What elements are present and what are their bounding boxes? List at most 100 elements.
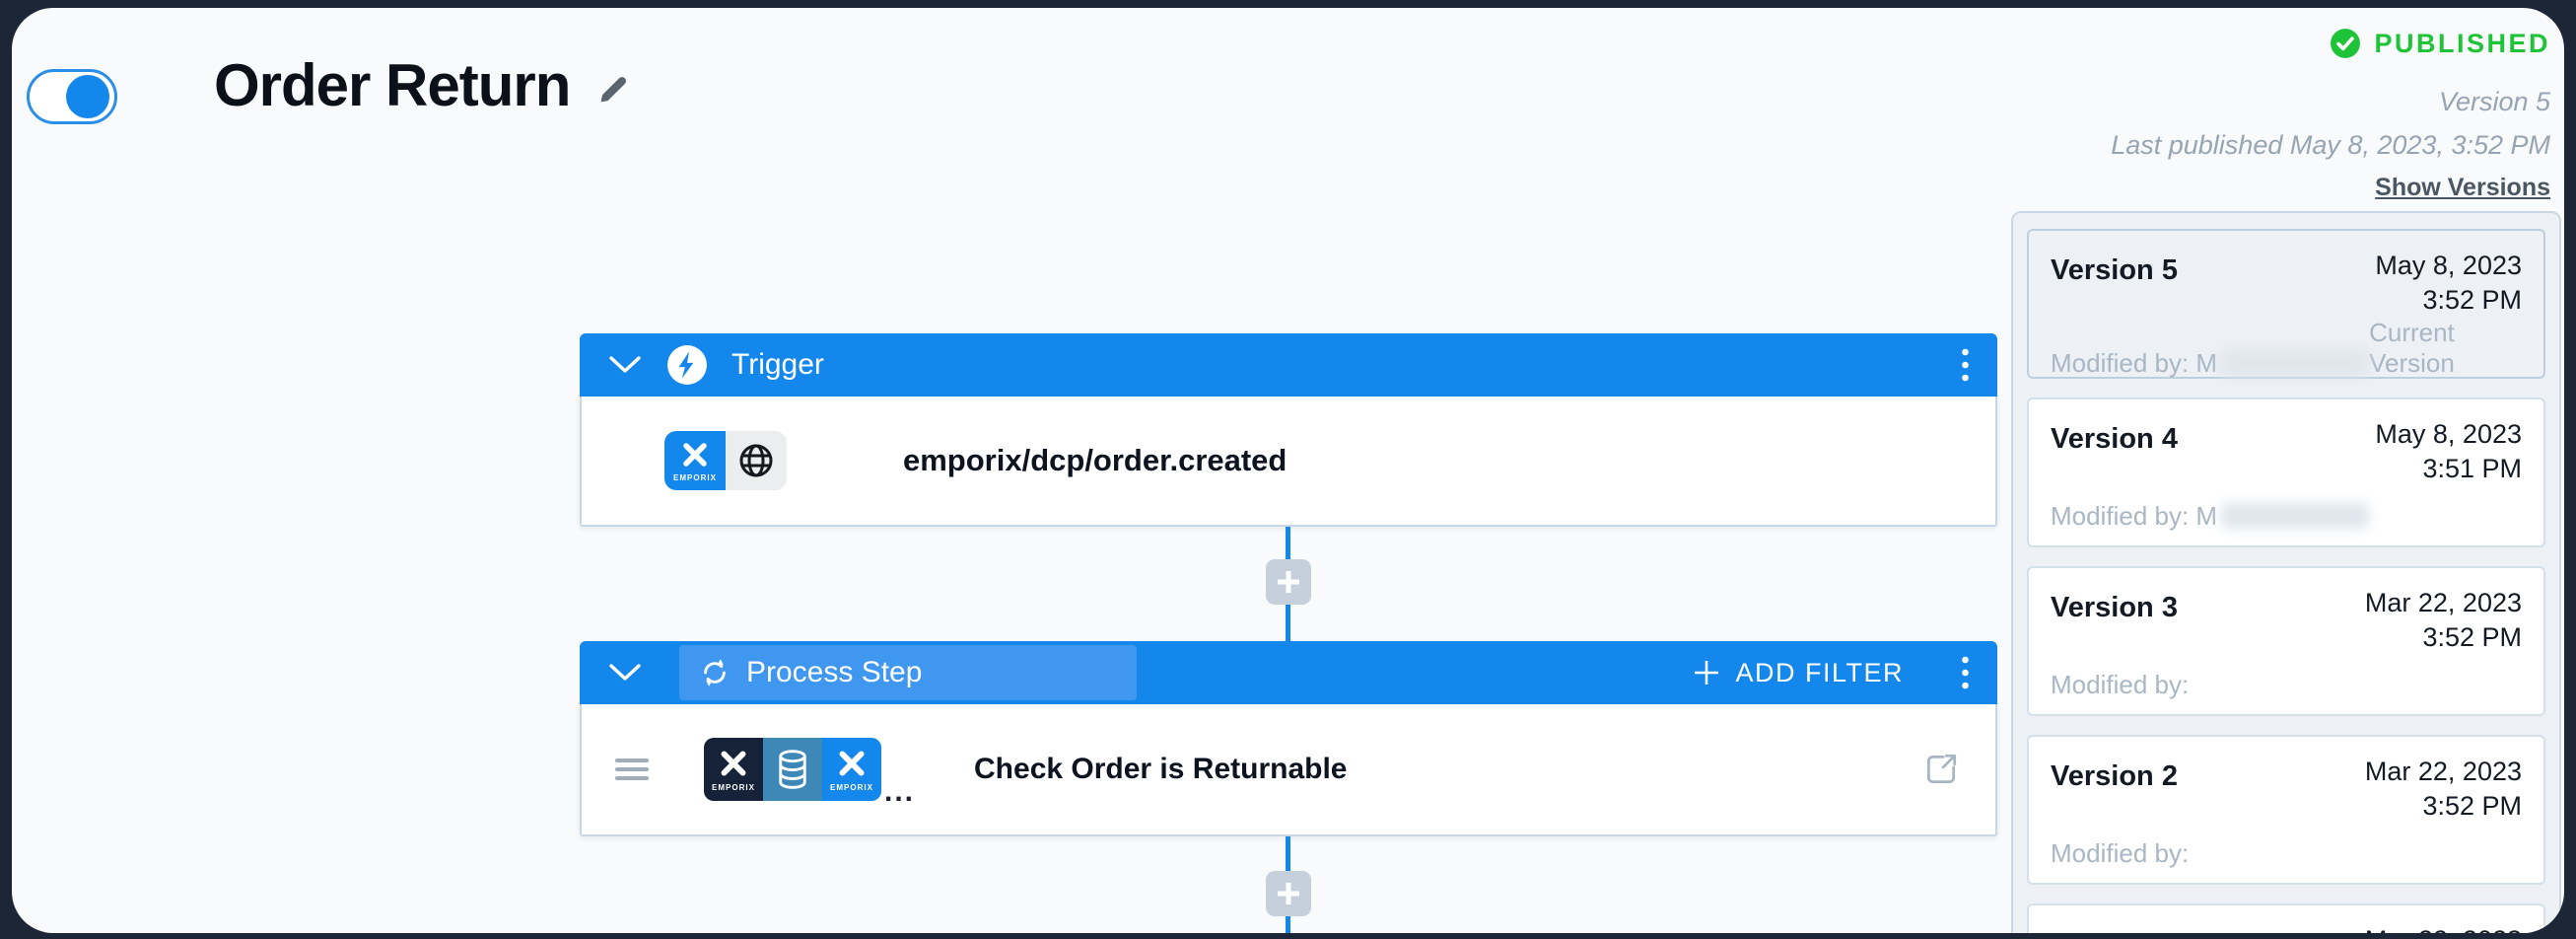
- version-date: Mar 22, 2023: [2364, 588, 2522, 617]
- modified-by-label: Modified by: M: [2051, 501, 2370, 532]
- add-filter-label: ADD FILTER: [1735, 657, 1904, 687]
- current-version-label: Current Version: [2369, 318, 2455, 379]
- version-date: May 8, 2023: [2375, 419, 2522, 449]
- database-icon: [763, 738, 822, 801]
- pencil-icon: [600, 77, 627, 103]
- version-card-4[interactable]: Version 4 May 8, 2023 3:51 PM Modified b…: [2027, 397, 2545, 547]
- modified-by-label: Modified by:: [2051, 838, 2190, 868]
- collapse-trigger-button[interactable]: [607, 354, 643, 376]
- database-glyph: [779, 750, 806, 789]
- version-time: 3:52 PM: [2422, 285, 2522, 316]
- last-published-label: Last published May 8, 2023, 3:52 PM: [2111, 130, 2550, 160]
- check-circle-icon: [2331, 29, 2361, 58]
- workflow-card: Order Return PUBLISHED Version 5 Last pu…: [12, 8, 2564, 933]
- step-name-field[interactable]: Process Step: [679, 645, 1137, 700]
- plus-icon: [1278, 571, 1299, 593]
- emporix-logo-icon: EMPORIX: [664, 431, 726, 490]
- version-card-top: Version 3 Mar 22, 2023 3:52 PM: [2051, 586, 2522, 655]
- version-card-top: Version 2 Mar 22, 2023 3:52 PM: [2051, 755, 2522, 824]
- version-card-bottom: Modified by:: [2051, 670, 2522, 700]
- page-title: Order Return: [214, 52, 571, 118]
- version-time: 3:52 PM: [2422, 791, 2522, 822]
- globe-glyph: [739, 444, 773, 477]
- version-card-bottom: Modified by:: [2051, 838, 2522, 869]
- title-row: Order Return: [214, 51, 633, 119]
- emporix-logo-blue-icon: EMPORIX: [822, 738, 881, 801]
- trigger-menu-button[interactable]: [1955, 343, 1976, 387]
- process-step-block: Process Step ADD FILTER: [580, 641, 1997, 836]
- plus-icon: [1695, 661, 1719, 685]
- version-time: 3:52 PM: [2422, 622, 2522, 653]
- show-versions-link[interactable]: Show Versions: [2375, 174, 2550, 201]
- version-card-1[interactable]: Version 1 Mar 22, 2023 2:59 PM Modified …: [2027, 903, 2545, 933]
- trigger-event-name[interactable]: emporix/dcp/order.created: [903, 443, 1288, 477]
- process-menu-button[interactable]: [1955, 651, 1976, 694]
- version-datetime: Mar 22, 2023 3:52 PM: [2365, 586, 2522, 655]
- globe-icon: [726, 431, 787, 490]
- plus-icon: [1278, 883, 1299, 904]
- emporix-logo-text: EMPORIX: [830, 783, 873, 792]
- version-card-top: Version 1 Mar 22, 2023 2:59 PM: [2051, 923, 2522, 933]
- version-time: 3:51 PM: [2422, 454, 2522, 484]
- version-date: Mar 22, 2023: [2364, 757, 2522, 786]
- trigger-label: Trigger: [731, 348, 824, 381]
- version-datetime: May 8, 2023 3:51 PM: [2375, 417, 2522, 486]
- version-label: Version 5: [2438, 87, 2550, 116]
- version-card-2[interactable]: Version 2 Mar 22, 2023 3:52 PM Modified …: [2027, 735, 2545, 885]
- version-name: Version 1: [2051, 923, 2178, 933]
- add-filter-button[interactable]: ADD FILTER: [1692, 658, 1904, 688]
- version-datetime: May 8, 2023 3:52 PM: [2375, 249, 2522, 318]
- version-card-bottom: Modified by: M Current Version: [2051, 318, 2522, 379]
- version-card-top: Version 5 May 8, 2023 3:52 PM: [2051, 249, 2522, 318]
- edit-title-button[interactable]: [595, 60, 633, 110]
- more-apps-ellipsis: ...: [884, 775, 916, 808]
- modified-by-label: Modified by: M: [2051, 348, 2370, 379]
- chevron-down-icon: [609, 664, 641, 681]
- trigger-header: Trigger: [580, 333, 1997, 397]
- version-card-bottom: Modified by: M: [2051, 501, 2522, 532]
- emporix-logo-dark-icon: EMPORIX: [704, 738, 763, 801]
- version-datetime: Mar 22, 2023 2:59 PM: [2365, 923, 2522, 933]
- emporix-logo-text: EMPORIX: [712, 783, 755, 792]
- add-step-button[interactable]: [1266, 559, 1311, 605]
- kebab-icon: [1962, 656, 1969, 689]
- kebab-icon: [1962, 348, 1969, 382]
- emporix-x-icon: [721, 751, 746, 776]
- trigger-block: Trigger EMPORIX: [580, 333, 1997, 527]
- emporix-x-icon: [839, 751, 865, 776]
- versions-panel: Version 5 May 8, 2023 3:52 PM Modified b…: [2011, 211, 2561, 933]
- emporix-x-icon: [683, 443, 707, 467]
- version-card-5[interactable]: Version 5 May 8, 2023 3:52 PM Modified b…: [2027, 229, 2545, 379]
- redacted-name: [2221, 503, 2370, 529]
- drag-handle[interactable]: [615, 758, 649, 780]
- publish-status: PUBLISHED: [2330, 28, 2550, 59]
- version-datetime: Mar 22, 2023 3:52 PM: [2365, 755, 2522, 824]
- workflow-enabled-toggle[interactable]: [27, 69, 117, 124]
- version-name: Version 4: [2051, 423, 2178, 455]
- version-card-3[interactable]: Version 3 Mar 22, 2023 3:52 PM Modified …: [2027, 566, 2545, 716]
- collapse-process-button[interactable]: [607, 662, 643, 684]
- version-date: Mar 22, 2023: [2365, 925, 2522, 933]
- lightning-icon: [667, 345, 707, 385]
- version-card-top: Version 4 May 8, 2023 3:51 PM: [2051, 417, 2522, 486]
- status-badge: PUBLISHED: [2374, 28, 2550, 58]
- process-step-header: Process Step ADD FILTER: [580, 641, 1997, 704]
- step-name[interactable]: Check Order is Returnable: [974, 753, 1348, 785]
- modified-by-label: Modified by:: [2051, 670, 2190, 699]
- chevron-down-icon: [609, 356, 641, 373]
- version-name: Version 3: [2051, 592, 2178, 623]
- step-app-icons: EMPORIX EMPORIX: [704, 738, 915, 808]
- version-name: Version 2: [2051, 760, 2178, 792]
- external-link-icon: [1926, 754, 1957, 784]
- version-date: May 8, 2023: [2375, 251, 2522, 280]
- open-step-button[interactable]: [1922, 751, 1960, 788]
- redacted-name: [2221, 350, 2370, 377]
- version-name: Version 5: [2051, 254, 2178, 286]
- process-step-body: EMPORIX EMPORIX: [580, 704, 1997, 836]
- add-step-button[interactable]: [1266, 871, 1311, 916]
- sync-icon: [704, 659, 726, 686]
- trigger-body: EMPORIX emporix/dcp/order.created: [580, 397, 1997, 527]
- toggle-knob-icon: [66, 75, 109, 118]
- process-step-label: Process Step: [746, 656, 923, 688]
